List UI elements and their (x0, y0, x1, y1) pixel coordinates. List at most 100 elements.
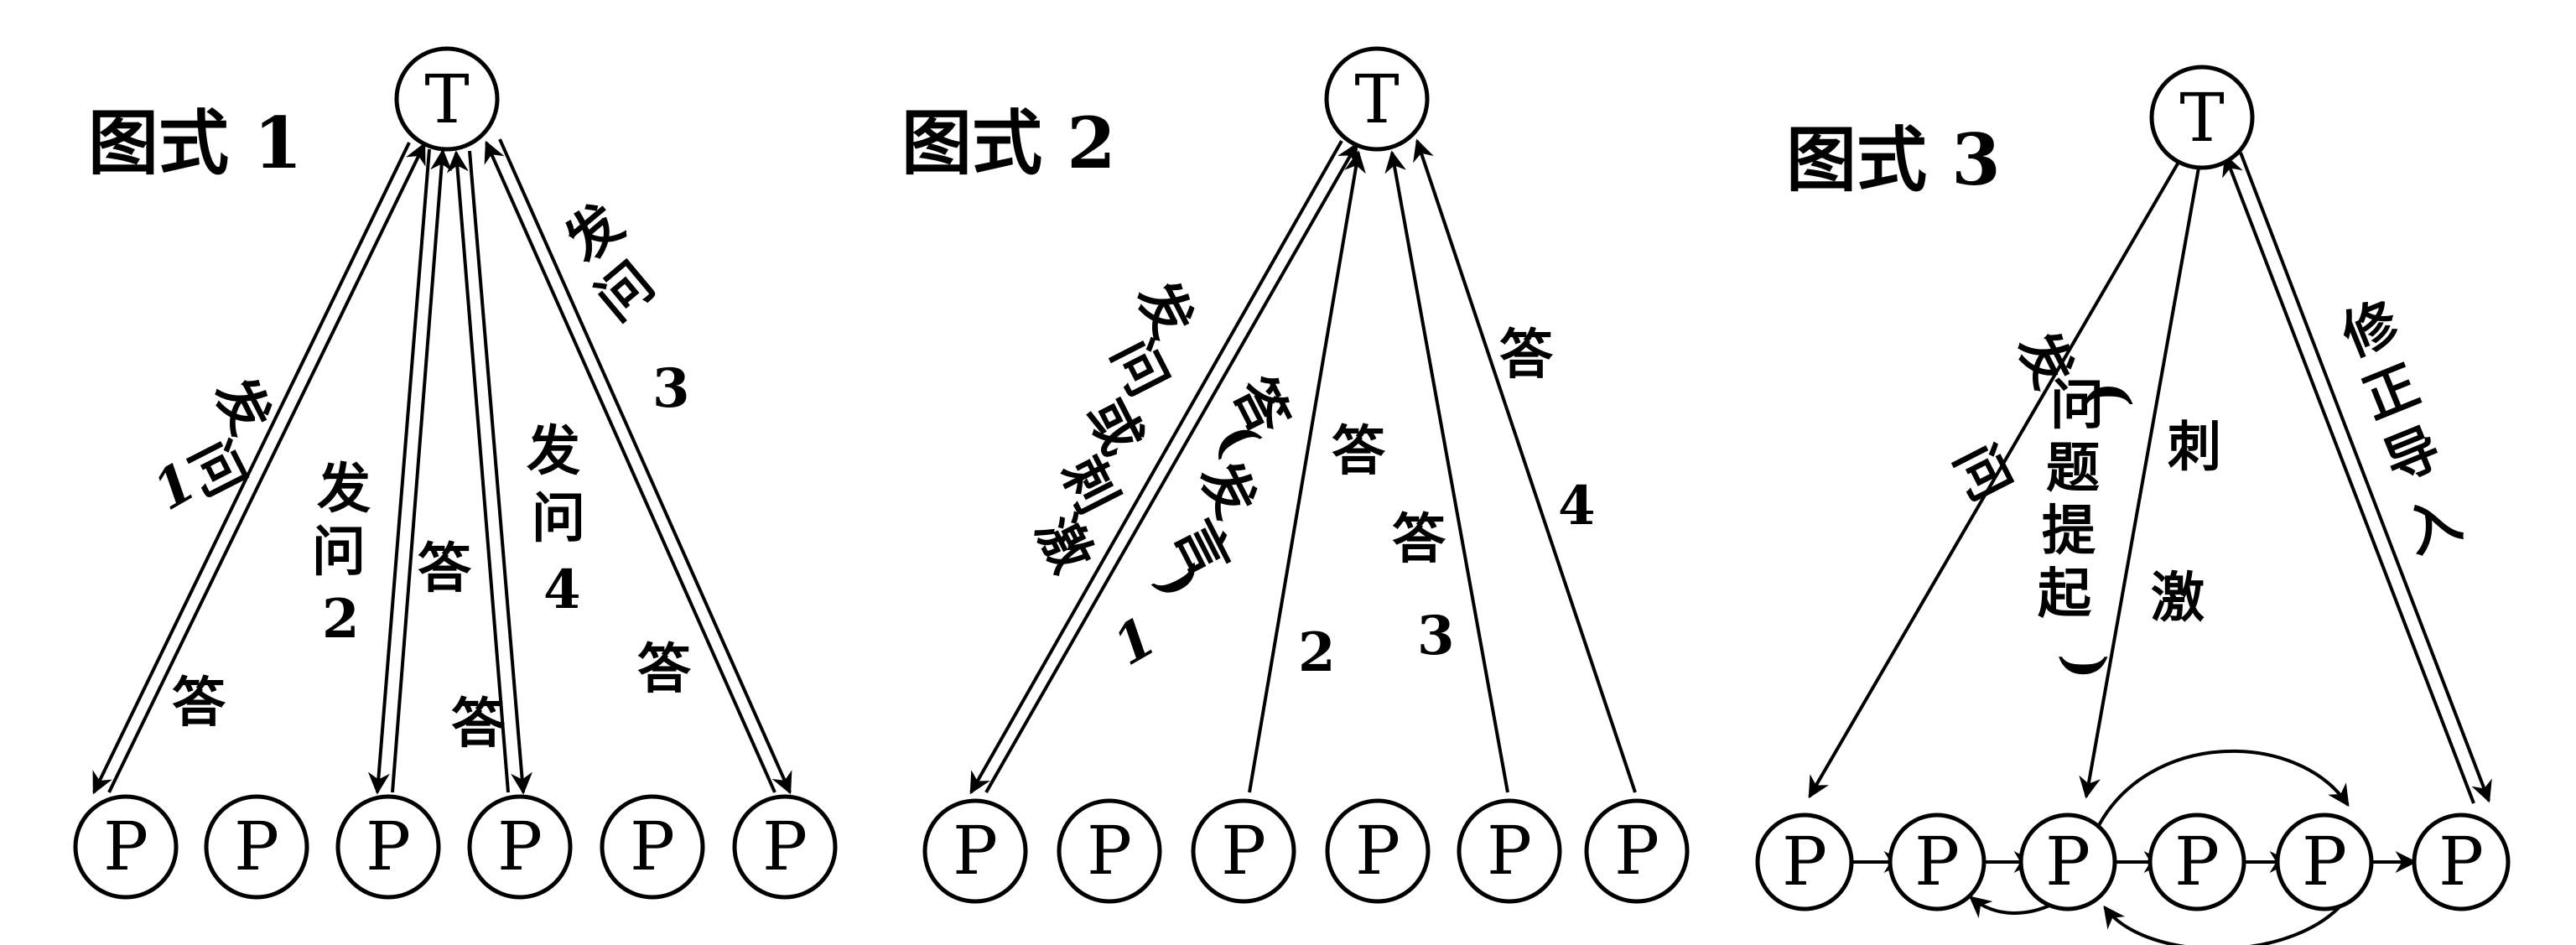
figure-2-edges (969, 138, 1637, 795)
student-node: P (1584, 798, 1690, 904)
student-label: P (1221, 812, 1266, 890)
figure-2-teacher-node: T (1324, 46, 1430, 152)
student-node: P (732, 794, 838, 900)
label-question-char: 激 (1024, 506, 1104, 582)
edge-correction (2239, 152, 2492, 803)
label-question-4-char: 发 (527, 420, 580, 483)
student-node: P (1755, 813, 1854, 911)
figure-2-labels: 发 问 或 刺 激 答 ( 发 言 ) 1 答 2 答 3 答 4 (1024, 271, 1596, 684)
student-label: P (630, 807, 675, 885)
label-question-char: 问 (1099, 330, 1180, 406)
figure-3: 图式 3 T P P P P P P (1755, 65, 2511, 945)
label-problem-char: ( (2079, 382, 2142, 407)
edge-question-2 (367, 148, 431, 795)
label-problem-char: 起 (2038, 563, 2092, 626)
edge-question (1808, 158, 2182, 799)
label-answer-3-char: 答 (1392, 508, 1446, 571)
edge-loop-top (2095, 749, 2350, 831)
label-correction-char: 入 (2397, 487, 2470, 566)
figure-1-student-nodes: P P P P P P (73, 794, 838, 900)
edge-answer-2 (391, 148, 453, 793)
edge-return (2222, 153, 2475, 804)
student-node: P (2148, 813, 2246, 911)
student-label: P (1355, 812, 1400, 890)
student-node: P (2018, 813, 2117, 911)
edge-answer-3 (484, 140, 776, 793)
student-label: P (1782, 823, 1827, 901)
edge-question (969, 140, 1343, 795)
student-node: P (1057, 798, 1162, 904)
student-label: P (1087, 812, 1132, 890)
label-answer-2: 答 (418, 537, 472, 600)
student-node: P (1457, 798, 1562, 904)
figure-1-title: 图式 1 (88, 101, 303, 184)
figure-2-student-nodes: P P P P P P (922, 798, 1690, 904)
label-answer-3: 答 (637, 638, 692, 701)
label-answer-3-num: 3 (1417, 605, 1455, 667)
student-label: P (1487, 812, 1532, 890)
edge-question-4 (468, 150, 533, 795)
label-problem-char: 提 (2042, 500, 2096, 563)
edge-loop-bottom (2103, 896, 2350, 945)
label-question-4-num: 4 (543, 558, 581, 621)
figure-1: 图式 1 T P P P P P P 发 问 (73, 46, 838, 900)
edge-answer-1 (107, 142, 426, 793)
figure-3-title: 图式 3 (1786, 118, 2001, 201)
student-node: P (204, 794, 309, 900)
label-question-4-char: 问 (532, 487, 585, 550)
label-problem-char: 问 (2050, 374, 2104, 437)
edge-answer-2 (1248, 150, 1366, 793)
label-question-char: 或 (1074, 388, 1155, 465)
label-question-2-char: 问 (312, 521, 366, 584)
student-node: P (467, 794, 573, 900)
student-label: P (1614, 812, 1659, 890)
student-node: P (600, 794, 705, 900)
student-label: P (1914, 823, 1960, 901)
label-answer-1-num: 1 (1104, 605, 1167, 678)
label-answer-2-num: 2 (1298, 621, 1336, 684)
student-node: P (1191, 798, 1296, 904)
label-problem-char: 题 (2046, 437, 2100, 500)
edge-answer-4 (1413, 138, 1637, 793)
edge-stimulus (2079, 167, 2200, 799)
figure-2-title: 图式 2 (901, 101, 1116, 184)
student-node: P (922, 798, 1028, 904)
label-answer-4: 答 (451, 693, 506, 755)
student-node: P (1888, 813, 1987, 911)
student-node: P (2412, 813, 2511, 911)
label-stimulus-char: 激 (2151, 567, 2205, 630)
label-stimulus-char: 刺 (2168, 416, 2221, 479)
student-label: P (2045, 823, 2090, 901)
edge-question-1 (92, 142, 411, 795)
label-question-char: 发 (1124, 271, 1205, 347)
student-node: P (1325, 798, 1431, 904)
label-problem-char: ) (2054, 654, 2116, 679)
label-answer-1: 答 (172, 672, 226, 735)
student-label: P (2438, 823, 2484, 901)
student-label: P (497, 807, 543, 885)
edge-question-3 (498, 138, 792, 795)
student-label: P (762, 807, 808, 885)
student-label: P (2302, 823, 2347, 901)
figure-2: 图式 2 T P P P P P P 发 问 或 刺 激 答 ( (901, 46, 1690, 904)
label-answer-4-char: 答 (1499, 324, 1554, 387)
label-answer-4-num: 4 (1558, 475, 1596, 537)
figure-3-teacher-node: T (2149, 65, 2255, 170)
figure-3-student-nodes: P P P P P P (1755, 813, 2511, 911)
student-label: P (234, 807, 279, 885)
student-label: P (103, 807, 148, 885)
label-question-3-num: 3 (652, 357, 690, 420)
student-label: P (953, 812, 998, 890)
figure-3-labels: 发 问 ( 问 题 提 起 ) 刺 激 修 正 导 入 (1942, 290, 2470, 679)
student-node: P (335, 794, 441, 900)
student-label: P (2174, 823, 2220, 901)
teacher-label: T (1354, 60, 1399, 138)
student-label: P (366, 807, 411, 885)
student-node: P (73, 794, 179, 900)
figure-1-edges (92, 138, 792, 795)
student-node: P (2275, 813, 2374, 911)
label-answer-2-char: 答 (1332, 420, 1386, 483)
edge-answer-3 (1384, 150, 1509, 793)
edge-answer-4 (446, 150, 510, 793)
